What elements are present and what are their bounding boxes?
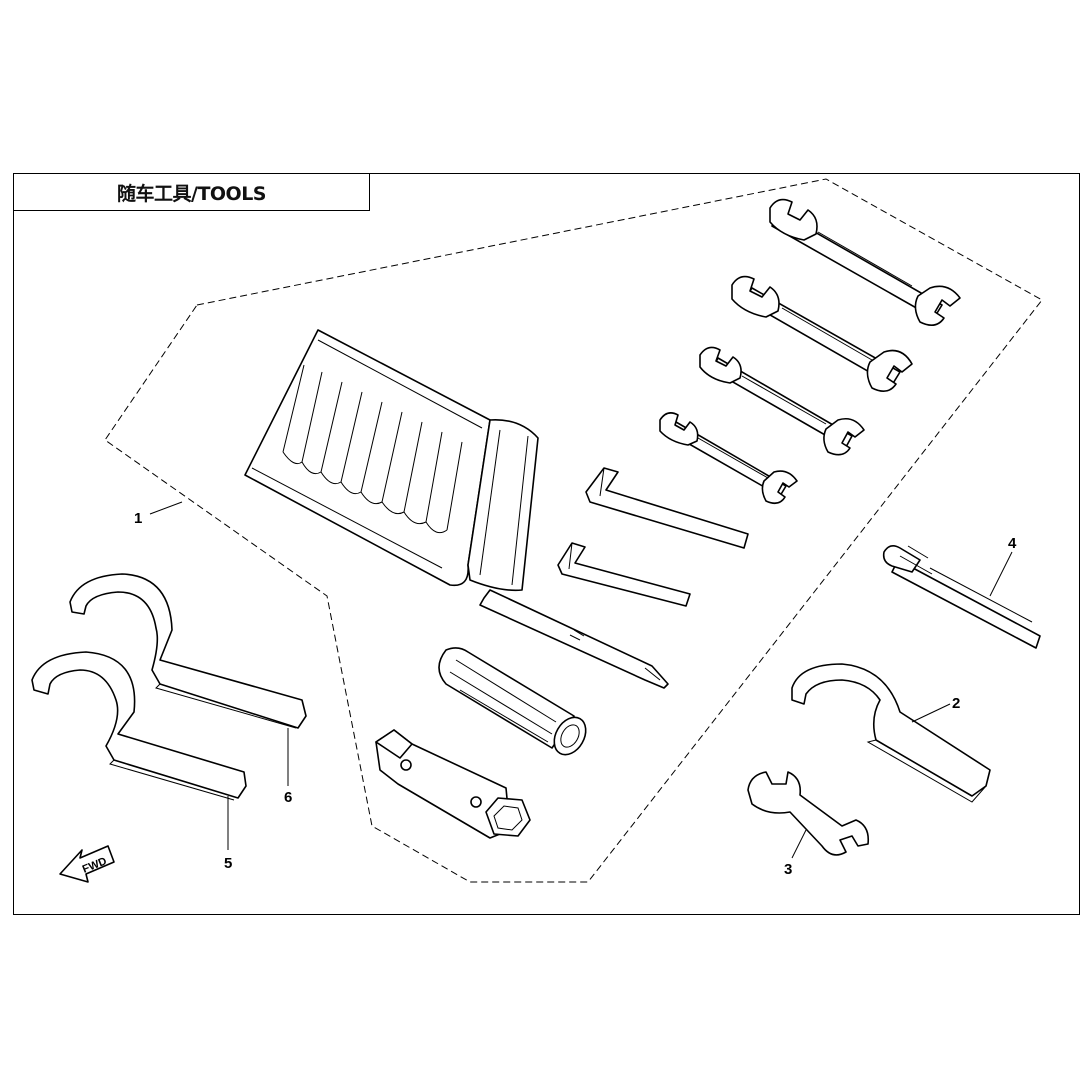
fwd-arrow-icon: FWD [59, 845, 115, 883]
screwdriver-handle [438, 647, 587, 756]
hook-wrench-6 [69, 573, 307, 729]
callout-2: 2 [952, 695, 960, 712]
hex-key-large [585, 467, 749, 549]
pin-tool [882, 544, 1041, 649]
leader-line-3 [791, 829, 807, 859]
title-box: 随车工具/TOOLS [13, 173, 370, 211]
hook-wrench-5 [31, 651, 247, 801]
screwdriver-bit [479, 589, 669, 689]
callout-1: 1 [134, 510, 142, 527]
diagram-frame [13, 173, 1080, 915]
box-spanner [375, 729, 531, 839]
wrench-small [659, 412, 798, 505]
hook-wrench-2 [791, 663, 991, 803]
wrench-large-1 [769, 198, 961, 326]
tool-roll-bag [244, 329, 539, 592]
wrench-medium [699, 346, 865, 456]
leader-line-2 [911, 703, 951, 723]
leader-line-1 [149, 501, 183, 515]
callout-3: 3 [784, 861, 792, 878]
wrench-large-2 [731, 275, 913, 392]
leader-line-4 [989, 551, 1013, 597]
callout-4: 4 [1008, 535, 1017, 552]
hex-key-small [557, 542, 691, 607]
small-wrench-3 [747, 771, 870, 856]
diagram-title: 随车工具/TOOLS [117, 182, 267, 205]
callout-6: 6 [284, 789, 292, 806]
callout-5: 5 [224, 855, 232, 872]
